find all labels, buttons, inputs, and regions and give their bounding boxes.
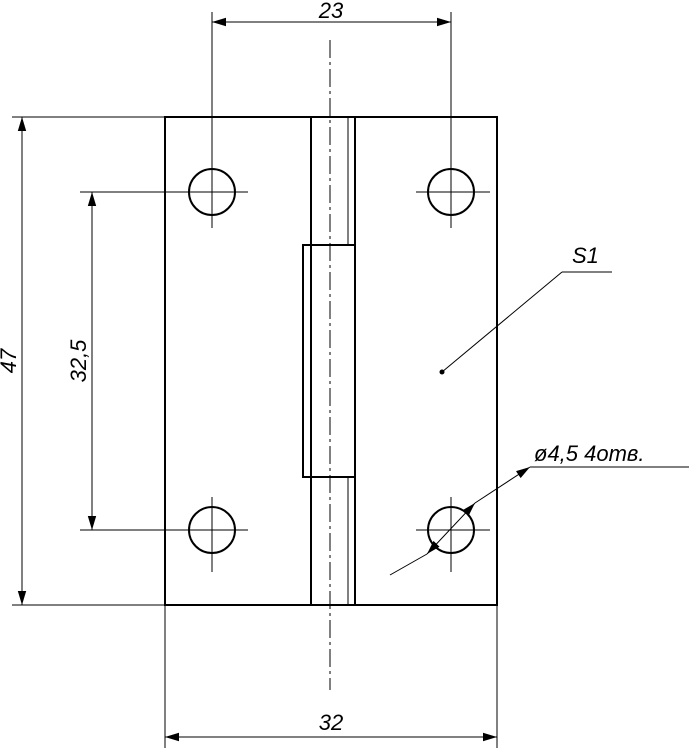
dimension-bottom: 32: [164, 605, 498, 748]
dimension-bottom-label: 32: [319, 710, 343, 735]
hinge-plate-outline: [164, 116, 498, 606]
dimension-top-label: 23: [318, 0, 344, 23]
dimension-top: 23: [211, 0, 452, 170]
dimension-height-label: 47: [0, 348, 21, 373]
mounting-holes: [180, 160, 490, 572]
surface-callout-label: S1: [572, 243, 599, 268]
hinge-knuckle: [302, 116, 356, 606]
hole-note-label: ø4,5 4отв.: [534, 441, 645, 466]
dimension-hole-spacing-label: 32,5: [66, 339, 91, 383]
dimension-hole-spacing: 32,5: [66, 191, 180, 531]
dimension-height: 47: [0, 116, 165, 606]
surface-callout: S1: [439, 243, 612, 375]
hole-note-callout: ø4,5 4отв.: [389, 441, 689, 576]
